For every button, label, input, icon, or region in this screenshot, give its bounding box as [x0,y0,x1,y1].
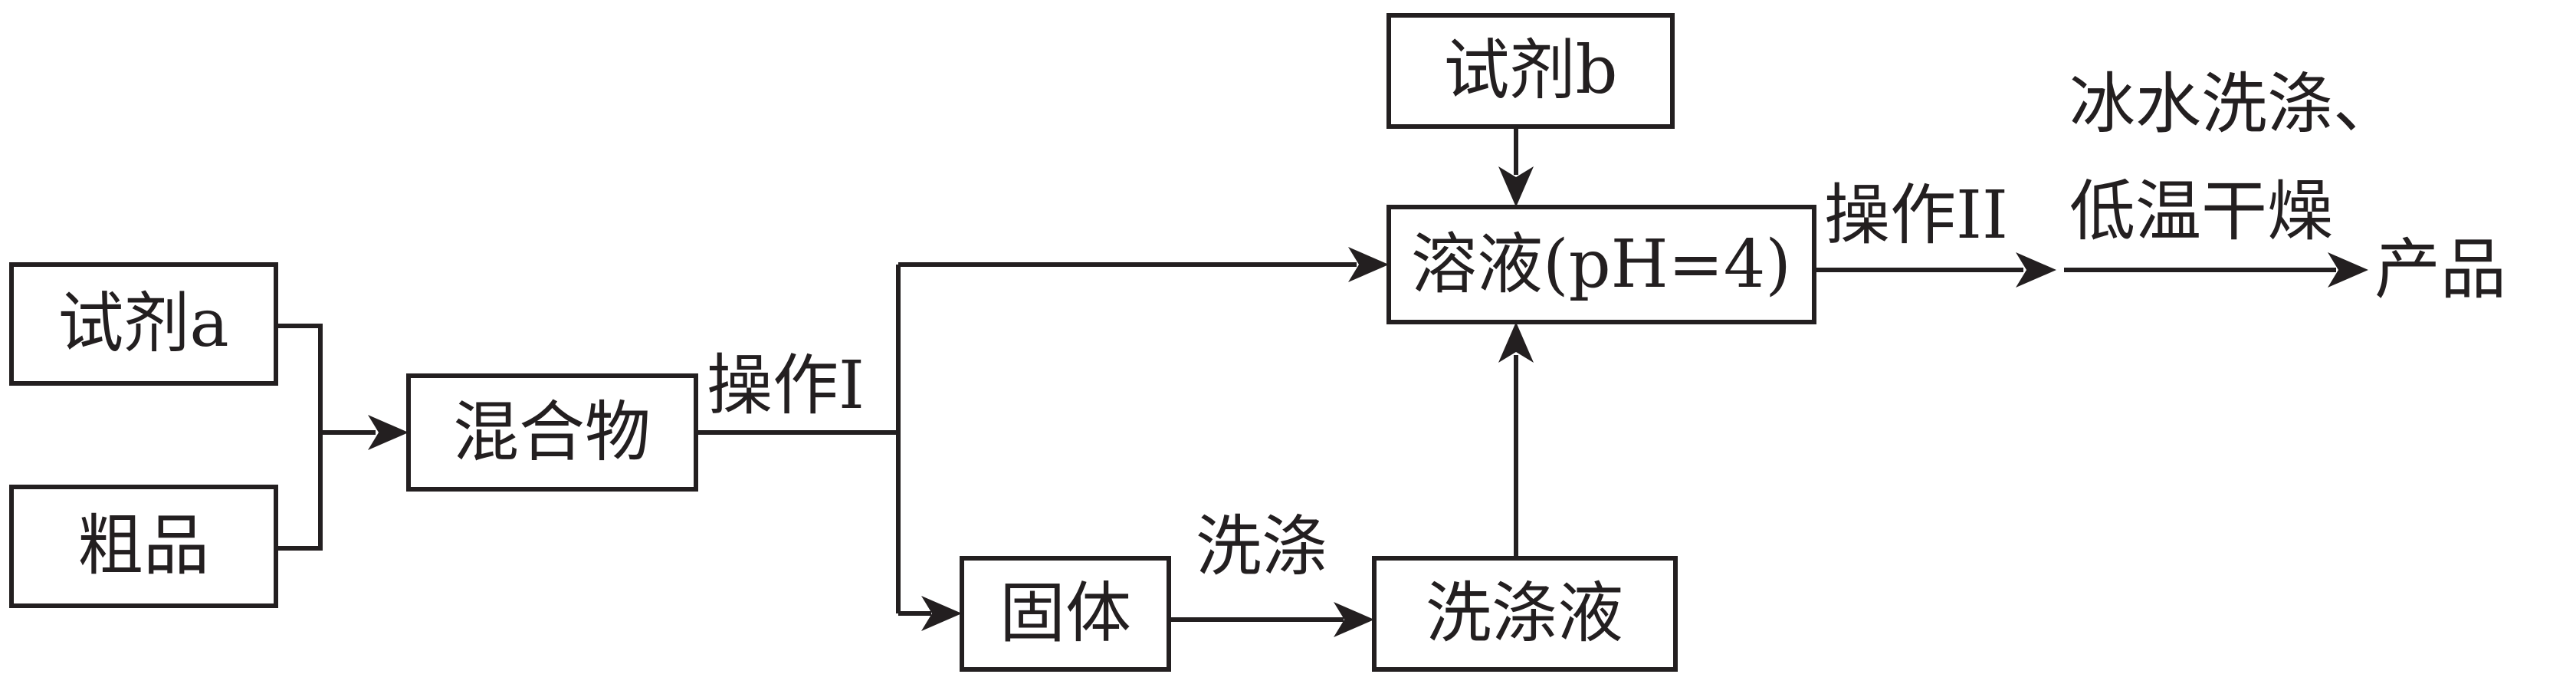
arrowhead [1334,602,1374,637]
edge-final-to-product [2064,252,2368,288]
edge-reagent-b-to-solution [1498,127,1534,207]
node-reagent-b: 试剂b [1386,13,1675,129]
edge-label-final-step-line1: 冰水洗涤、 [2069,66,2399,143]
node-reagent-a-label: 试剂a [57,285,228,362]
edge-label-final-step-line2: 低温干燥 [2069,173,2333,250]
node-solid: 固体 [960,556,1171,672]
edge-solid-to-wash-liquid [1169,602,1374,637]
node-solution: 溶液(pH=4) [1386,205,1816,324]
node-reagent-a: 试剂a [9,262,278,386]
arrowhead [1348,247,1389,282]
arrowhead [2016,252,2056,288]
node-crude: 粗品 [9,485,278,608]
edge-label-op2: 操作II [1824,177,2008,254]
edge-inputs-to-mixture [276,324,409,551]
node-crude-label: 粗品 [77,508,209,584]
node-wash-liquid: 洗涤液 [1372,556,1678,672]
node-solution-label: 溶液(pH=4) [1411,226,1791,303]
edge-solution-op2 [1814,252,2056,288]
edge-wash-liquid-to-solution [1498,322,1534,558]
node-wash-liquid-label: 洗涤液 [1426,575,1623,652]
node-mixture-label: 混合物 [453,394,651,471]
edge-label-wash: 洗涤 [1196,508,1327,585]
node-solid-label: 固体 [999,575,1131,652]
arrowhead [1498,166,1534,207]
arrowhead [1498,322,1534,363]
edge-op1-split [696,247,1389,631]
arrowhead [368,415,409,450]
arrowhead [2328,252,2368,288]
arrowhead [921,596,962,631]
node-product-label: 产品 [2374,232,2506,308]
node-reagent-b-label: 试剂b [1443,32,1617,109]
node-mixture: 混合物 [406,373,698,492]
edge-label-op1: 操作I [707,347,865,424]
